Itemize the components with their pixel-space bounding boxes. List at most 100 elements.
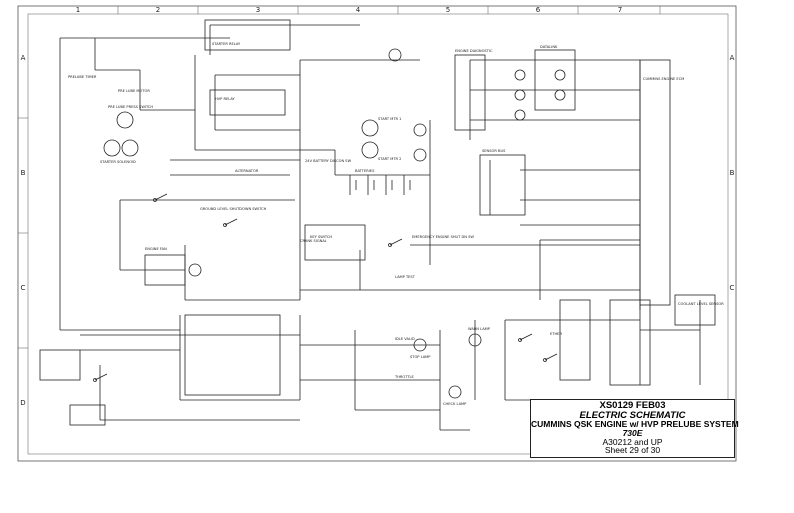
- switch-blade: [389, 238, 403, 246]
- component-labels: STARTER RELAY HVP RELAY PRE LUBE MOTOR PREL…: [68, 42, 724, 406]
- starter-relay-box: [204, 19, 291, 51]
- switch-blade: [224, 218, 238, 226]
- switch-contact: [543, 358, 547, 362]
- switch-blade: [94, 373, 108, 381]
- switch-contact: [153, 198, 157, 202]
- idle-validation-label: IDLE VALID: [395, 337, 415, 341]
- column-label-top: 6: [536, 6, 541, 14]
- start-motor-1-label: START MTR 1: [378, 117, 401, 121]
- datalink-connector: [534, 49, 576, 111]
- column-grid-labels: 1 2 3 4 5 6 7: [76, 6, 661, 14]
- inner-frame: [27, 13, 729, 455]
- schematic-title: ELECTRIC SCHEMATIC: [579, 409, 686, 421]
- switch-contact: [93, 378, 97, 382]
- row-label-left: C: [21, 284, 26, 292]
- prelube-timer-label: PRELUBE TIMER: [68, 75, 97, 79]
- column-label-top: 1: [76, 6, 80, 14]
- datalink-node: [514, 69, 526, 81]
- switch-blade: [519, 333, 533, 341]
- crank-signal-label: CRANK SIGNAL: [300, 239, 327, 243]
- cummins-ecm-box: [639, 59, 671, 306]
- prelube-relay-box: [209, 89, 286, 116]
- column-label-top: 3: [256, 6, 260, 14]
- sensor-box: [674, 294, 716, 326]
- row-label-right: B: [730, 169, 735, 177]
- ground-box: [69, 404, 106, 426]
- hvp-relay-box: [184, 314, 281, 396]
- column-label-top: 4: [356, 6, 361, 14]
- serial-range: A30212 and UP: [602, 436, 663, 447]
- key-switch-label: KEY SWITCH: [310, 235, 332, 239]
- switch-blade: [154, 193, 168, 201]
- key-switch-box: [304, 224, 366, 261]
- datalink-node: [514, 109, 526, 121]
- stop-lamp-symbol: [413, 338, 427, 352]
- stop-lamp-label: STOP LAMP: [410, 355, 431, 359]
- battery-disconnect-label: 24V BATTERY DISCON SW: [305, 159, 352, 163]
- ether-label: ETHER: [550, 332, 562, 336]
- ground-level-shutdown-label: GROUND LEVEL SHUTDOWN SWITCH: [200, 207, 267, 211]
- schematic-components: [39, 19, 716, 426]
- sheet-border: [17, 5, 737, 462]
- terminal-block: [609, 299, 651, 386]
- cummins-ecm-label: CUMMINS ENGINE ECM: [643, 77, 684, 81]
- outer-frame: [17, 5, 737, 462]
- column-label-top: 5: [446, 6, 450, 14]
- connector-block: [559, 299, 591, 381]
- alternator-label: ALTERNATOR: [235, 169, 259, 173]
- prelube-pressure-switch-label: PRE LUBE PRESS SWITCH: [108, 105, 153, 109]
- start-motor-2-label: START MTR 2: [378, 157, 401, 161]
- row-label-right: C: [730, 284, 735, 292]
- batteries-label: BATTERIES: [355, 169, 375, 173]
- sensor-module: [479, 154, 526, 216]
- switch-contact: [223, 223, 227, 227]
- coolant-level-label: COOLANT LEVEL SENSOR: [678, 302, 724, 306]
- engine-fan-label: ENGINE FAN: [145, 247, 167, 251]
- datalink-label: DATALINK: [540, 45, 558, 49]
- check-lamp-symbol: [448, 385, 462, 399]
- datalink-node: [514, 89, 526, 101]
- row-label-left: A: [21, 54, 26, 62]
- lamp-test-label: LAMP TEST: [395, 275, 416, 279]
- truck-model: 730E: [622, 428, 643, 439]
- hvp-relay-label: HVP RELAY: [215, 97, 236, 101]
- column-label-top: 7: [618, 6, 622, 14]
- wiring-lines: [59, 24, 701, 431]
- junction-box: [39, 349, 81, 381]
- start-motor-1-symbol: [361, 119, 379, 137]
- hvp-terminal: [188, 263, 202, 277]
- switch-blade: [544, 353, 558, 361]
- throttle-label: THROTTLE: [394, 375, 415, 379]
- starter-solenoid-symbol: [103, 139, 121, 157]
- warning-lamp-symbol: [468, 333, 482, 347]
- check-lamp-label: CHECK LAMP: [443, 402, 467, 406]
- start-motor-2-symbol: [361, 141, 379, 159]
- starter-solenoid-symbol: [121, 139, 139, 157]
- switch-contact: [388, 243, 392, 247]
- schematic-subtitle: CUMMINS QSK ENGINE w/ HVP PRELUBE SYSTEM: [531, 419, 739, 430]
- row-label-right: A: [730, 54, 735, 62]
- starter-relay-label: STARTER RELAY: [212, 42, 241, 46]
- warning-lamp-label: WARN LAMP: [468, 327, 491, 331]
- starter-solenoid-label: STARTER SOLENOID: [100, 160, 136, 164]
- prelube-lamp-symbol: [388, 48, 402, 62]
- start-motor-contact: [413, 148, 427, 162]
- switch-contact: [518, 338, 522, 342]
- engine-diagnostic-label: ENGINE DIAGNOSTIC: [455, 49, 493, 53]
- sensor-bus-label: SENSOR BUS: [482, 149, 506, 153]
- column-label-top: 2: [156, 6, 160, 14]
- document-number: XS0129 FEB03: [599, 400, 666, 411]
- prelube-pressure-switch-symbol: [116, 111, 134, 129]
- hvp-controller-box: [144, 254, 186, 286]
- row-label-left: D: [20, 399, 25, 407]
- emergency-shutdown-label: EMERGENCY ENGINE SHUT DN SW: [412, 235, 474, 239]
- row-label-left: B: [21, 169, 26, 177]
- start-motor-contact: [413, 123, 427, 137]
- datalink-node: [554, 69, 566, 81]
- diagnostic-connector: [454, 54, 486, 131]
- sheet-number: Sheet 29 of 30: [604, 445, 661, 456]
- datalink-node: [554, 89, 566, 101]
- prelube-motor-label: PRE LUBE MOTOR: [118, 89, 150, 93]
- title-block: XS0129 FEB03 ELECTRIC SCHEMATIC CUMMINS …: [530, 399, 739, 458]
